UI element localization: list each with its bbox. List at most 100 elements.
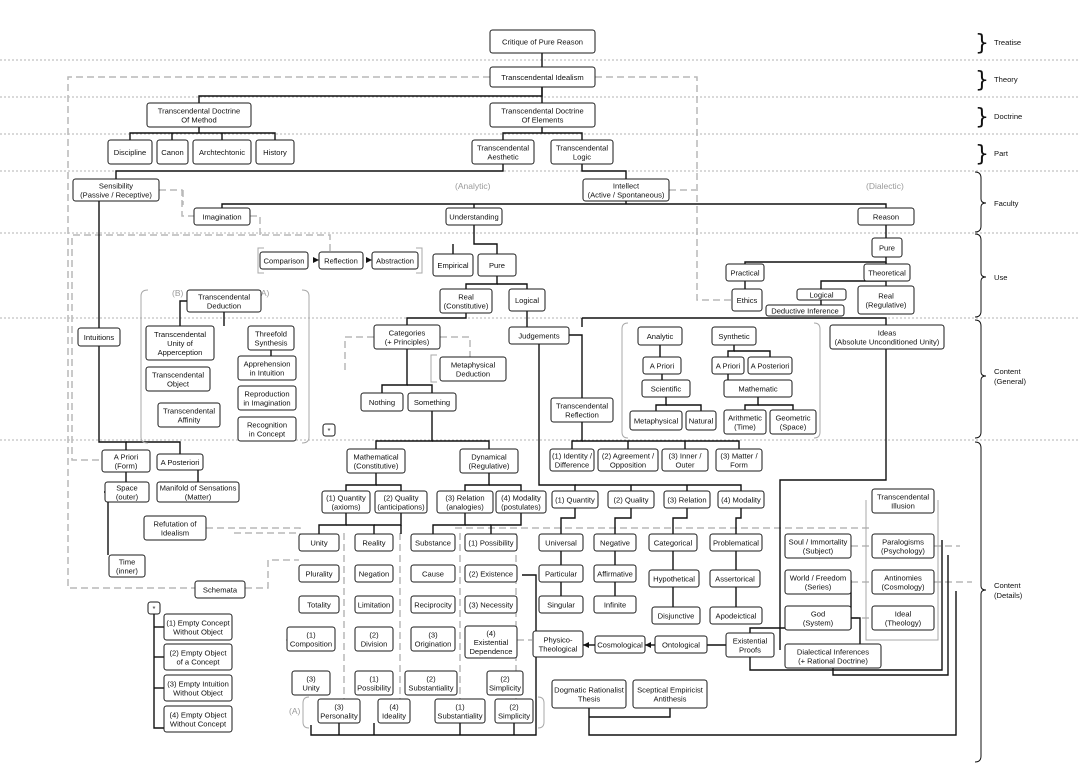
node-label: Pure (879, 243, 895, 252)
node-analytic: Analytic (637, 326, 683, 346)
node-label: (2)Simplicity (498, 702, 530, 720)
node-label: Categories(+ Principles) (385, 328, 430, 346)
node-label: Cause (422, 569, 444, 578)
connector-line (198, 87, 543, 103)
bracket-icon (140, 289, 149, 444)
node-synthetic: Synthetic (711, 326, 757, 346)
bracket-icon (621, 322, 629, 439)
node-god: God(System) (784, 605, 852, 631)
dashed-connector (595, 76, 732, 301)
node-sensibility: Sensibility(Passive / Receptive) (72, 178, 160, 202)
node-world: World / Freedom(Series) (784, 569, 852, 595)
node-label: Pure (489, 261, 505, 270)
node-label: Natural (689, 416, 714, 425)
brace-icon: } (975, 142, 989, 167)
node-matter-form: (3) Matter /Form (715, 448, 763, 472)
node-division: (2)Division (354, 626, 394, 652)
connector-line (473, 225, 498, 254)
connector-line (727, 345, 735, 357)
node-label: Something (414, 398, 450, 407)
node-unity: Unity (298, 533, 340, 552)
node-label: Assertorical (715, 574, 755, 583)
level-name: Content(General) (994, 367, 1027, 386)
node-label: (3)Origination (415, 630, 452, 648)
level-name: Content(Details) (994, 581, 1023, 600)
bracket-icon (416, 247, 423, 274)
node-a-posteriori: A Posteriori (156, 453, 204, 471)
node-personality: (3)Personality (317, 698, 361, 724)
node-comparison: Comparison (259, 251, 309, 270)
node-singular: Singular (538, 595, 584, 614)
node-label: Soul / Immortality(Subject) (789, 537, 848, 555)
node-label: Reason (873, 212, 899, 221)
connector-line (375, 411, 433, 449)
node-universal: Universal (538, 533, 584, 552)
node-apodeictical: Apodeictical (709, 606, 763, 625)
node-metaphysical: Metaphysical (629, 410, 683, 431)
node-ethics: Ethics (731, 288, 763, 312)
node-natural: Natural (685, 410, 717, 431)
node-label: Singular (547, 600, 575, 609)
node-cause: Cause (410, 564, 456, 583)
annotation-a-mark-bottom: (A) (289, 706, 301, 716)
connector-line (734, 350, 771, 357)
node-label: Physico-Theological (539, 635, 578, 653)
node-label: Judgements (518, 331, 560, 340)
node-label: Limitation (358, 600, 391, 609)
level-label-4: } Part (975, 142, 1009, 167)
node-label: Mathematic (738, 384, 777, 393)
dashed-connector (440, 336, 471, 357)
dashed-connector (206, 527, 301, 540)
connector-line (179, 300, 187, 326)
brace-icon (974, 441, 987, 763)
connector-line (318, 513, 347, 534)
node-origination: (3)Origination (410, 626, 456, 652)
node-label: A Priori(Form) (114, 452, 139, 470)
gray-annotations: (Analytic)(Dialectic)(B)(A)(A) (140, 181, 939, 729)
node-affirmative: Affirmative (593, 564, 637, 583)
level-name: Faculty (994, 199, 1019, 208)
node-label: (3)Unity (302, 674, 320, 692)
node-label: Dynamical(Regulative) (469, 452, 510, 470)
node-label: Logical (515, 296, 539, 305)
node-deductive-inference: Deductive Inference (765, 304, 845, 317)
node-schemata: Schemata (194, 580, 246, 599)
arrowhead-icon (366, 257, 372, 263)
node-label: Disjunctive (658, 611, 695, 620)
node-label: Negative (600, 538, 630, 547)
connector-line (153, 614, 164, 729)
node-label: (4) Modality(postulates) (501, 493, 541, 511)
connector-line (582, 440, 740, 449)
node-intuitions: Intuitions (77, 327, 121, 347)
level-name: Part (994, 149, 1009, 158)
connector-line (464, 473, 490, 491)
node-nothing: Nothing (360, 392, 404, 412)
node-cosmological: Cosmological (594, 635, 646, 654)
connector-line (744, 397, 759, 410)
connector-line (569, 334, 583, 398)
node-simplicity2b: (2)Simplicity (494, 698, 534, 724)
node-limitation: Limitation (354, 595, 394, 614)
connector-line (820, 280, 886, 289)
tree-connectors (98, 53, 957, 736)
node-something: Something (407, 392, 457, 412)
node-categorical: Categorical (648, 533, 698, 552)
arrowhead-icon (645, 642, 651, 648)
node-label: (1)Substantiality (437, 702, 482, 720)
brace-icon: } (975, 31, 989, 56)
